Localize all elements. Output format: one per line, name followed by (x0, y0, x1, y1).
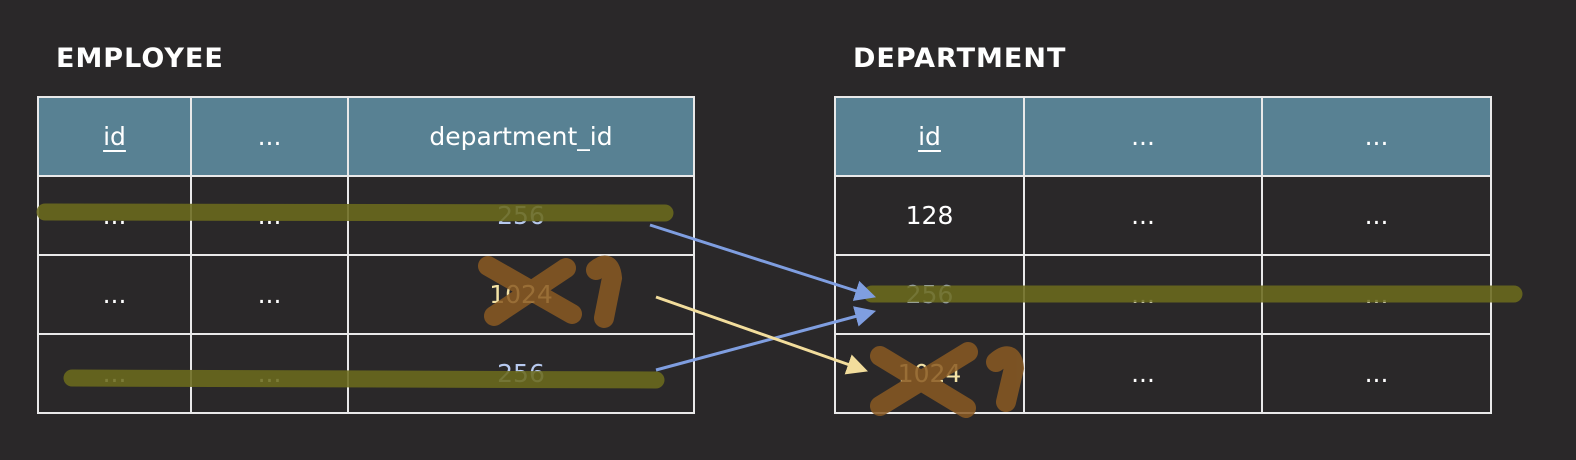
department-id-cell: 256 (834, 254, 1025, 335)
table-row: 128 ... ... (834, 175, 1492, 256)
table-row: ... ... 1024 (37, 254, 695, 335)
employee-header-other: ... (190, 96, 349, 177)
table-row: 1024 ... ... (834, 333, 1492, 414)
table-cell: ... (1023, 175, 1263, 256)
table-cell: ... (1023, 254, 1263, 335)
table-cell: ... (37, 254, 192, 335)
department-id-cell: 128 (834, 175, 1025, 256)
employee-fk-cell: 256 (347, 333, 695, 414)
table-cell: ... (1261, 333, 1492, 414)
employee-header-row: id ... department_id (37, 96, 695, 177)
table-cell: ... (190, 175, 349, 256)
table-row: ... ... 256 (37, 333, 695, 414)
employee-header-id: id (37, 96, 192, 177)
table-cell: ... (190, 333, 349, 414)
employee-fk-cell: 256 (347, 175, 695, 256)
department-header-id: id (834, 96, 1025, 177)
employee-header-department-id: department_id (347, 96, 695, 177)
employee-table: id ... department_id ... ... 256 ... ...… (37, 96, 695, 414)
employee-fk-cell: 1024 (347, 254, 695, 335)
table-cell: ... (37, 175, 192, 256)
table-cell: ... (1023, 333, 1263, 414)
table-cell: ... (37, 333, 192, 414)
table-cell: ... (1261, 175, 1492, 256)
department-header-row: id ... ... (834, 96, 1492, 177)
department-table-title: DEPARTMENT (853, 43, 1067, 74)
employee-table-title: EMPLOYEE (56, 43, 224, 74)
department-header-other: ... (1023, 96, 1263, 177)
table-cell: ... (1261, 254, 1492, 335)
department-id-cell: 1024 (834, 333, 1025, 414)
table-row: ... ... 256 (37, 175, 695, 256)
department-header-other: ... (1261, 96, 1492, 177)
department-table: id ... ... 128 ... ... 256 ... ... 1024 … (834, 96, 1492, 414)
table-row: 256 ... ... (834, 254, 1492, 335)
table-cell: ... (190, 254, 349, 335)
